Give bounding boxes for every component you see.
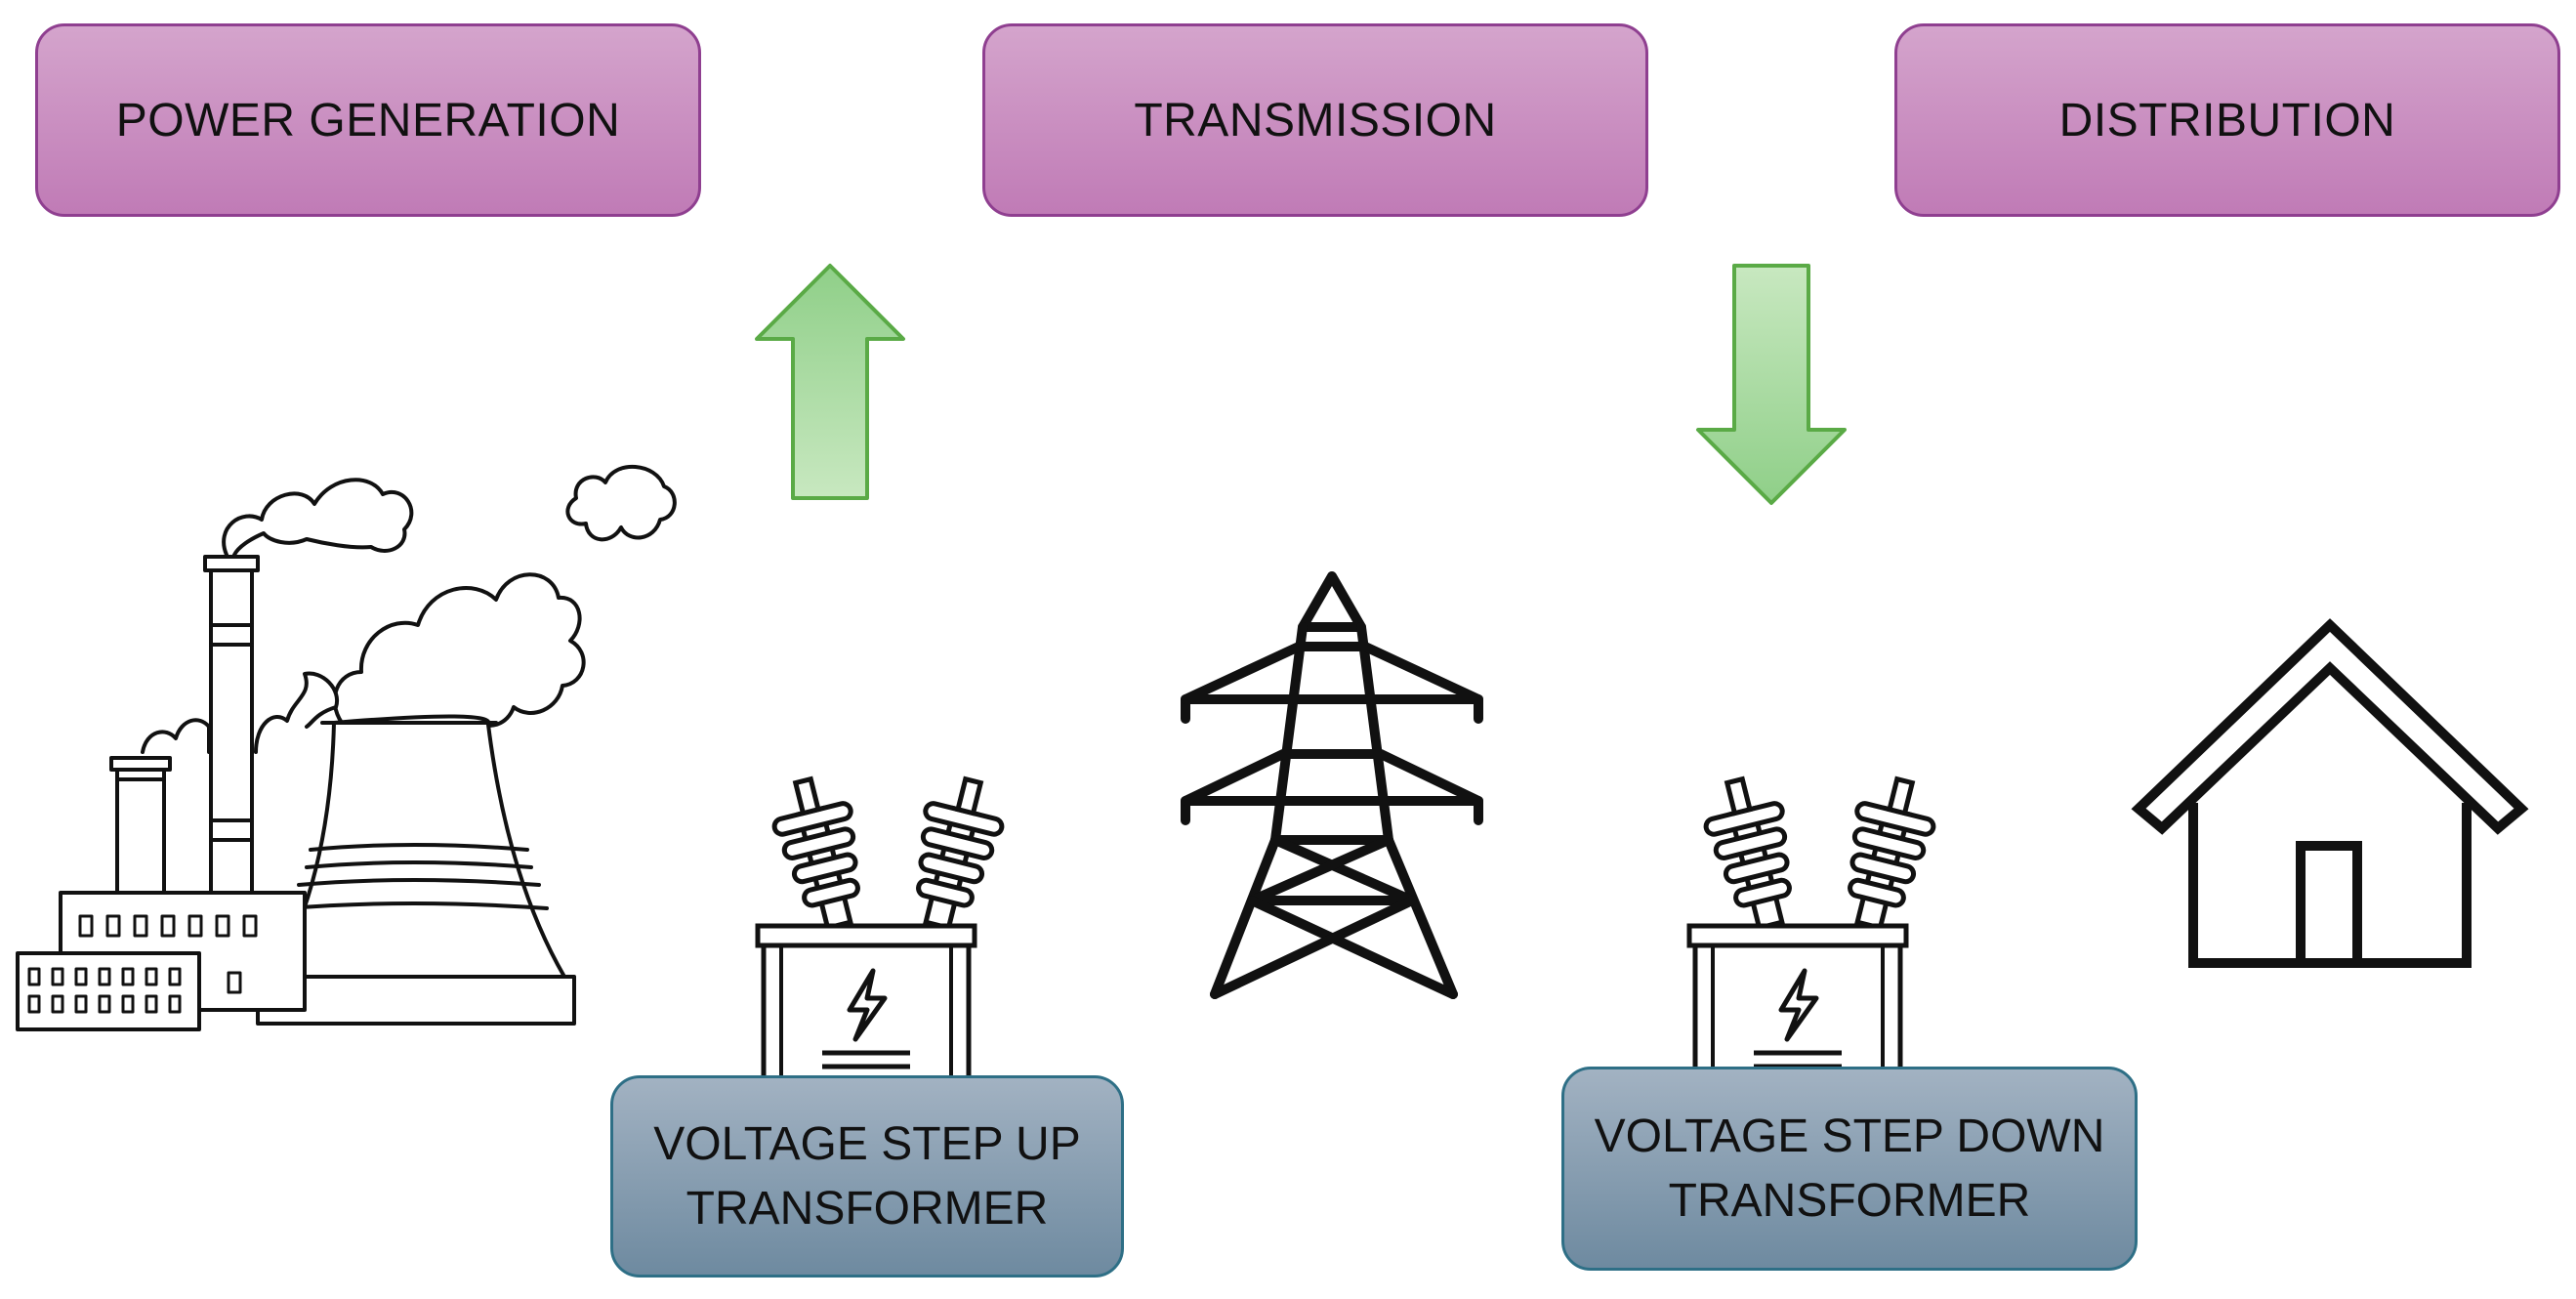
step-down-transformer-box: VOLTAGE STEP DOWN TRANSFORMER — [1561, 1067, 2138, 1271]
arrow-down-icon — [1696, 264, 1847, 505]
step-up-line1: VOLTAGE STEP UP — [653, 1117, 1081, 1170]
step-up-transformer-box: VOLTAGE STEP UP TRANSFORMER — [610, 1075, 1124, 1278]
transmission-tower-icon — [1181, 571, 1483, 999]
house-icon — [2131, 618, 2529, 968]
distribution-label: DISTRIBUTION — [2058, 94, 2396, 147]
transmission-label: TRANSMISSION — [1134, 94, 1497, 147]
step-up-transformer-icon — [754, 772, 1011, 1108]
step-up-line2: TRANSFORMER — [686, 1182, 1049, 1235]
power-generation-label: POWER GENERATION — [115, 94, 621, 147]
step-down-transformer-icon — [1685, 772, 1942, 1108]
distribution-box: DISTRIBUTION — [1894, 23, 2560, 217]
arrow-up-icon — [755, 264, 905, 500]
transmission-box: TRANSMISSION — [982, 23, 1648, 217]
step-down-line2: TRANSFORMER — [1668, 1174, 2031, 1227]
power-generation-box: POWER GENERATION — [35, 23, 701, 217]
step-down-line1: VOLTAGE STEP DOWN — [1594, 1110, 2105, 1162]
power-plant-icon — [16, 465, 677, 1031]
